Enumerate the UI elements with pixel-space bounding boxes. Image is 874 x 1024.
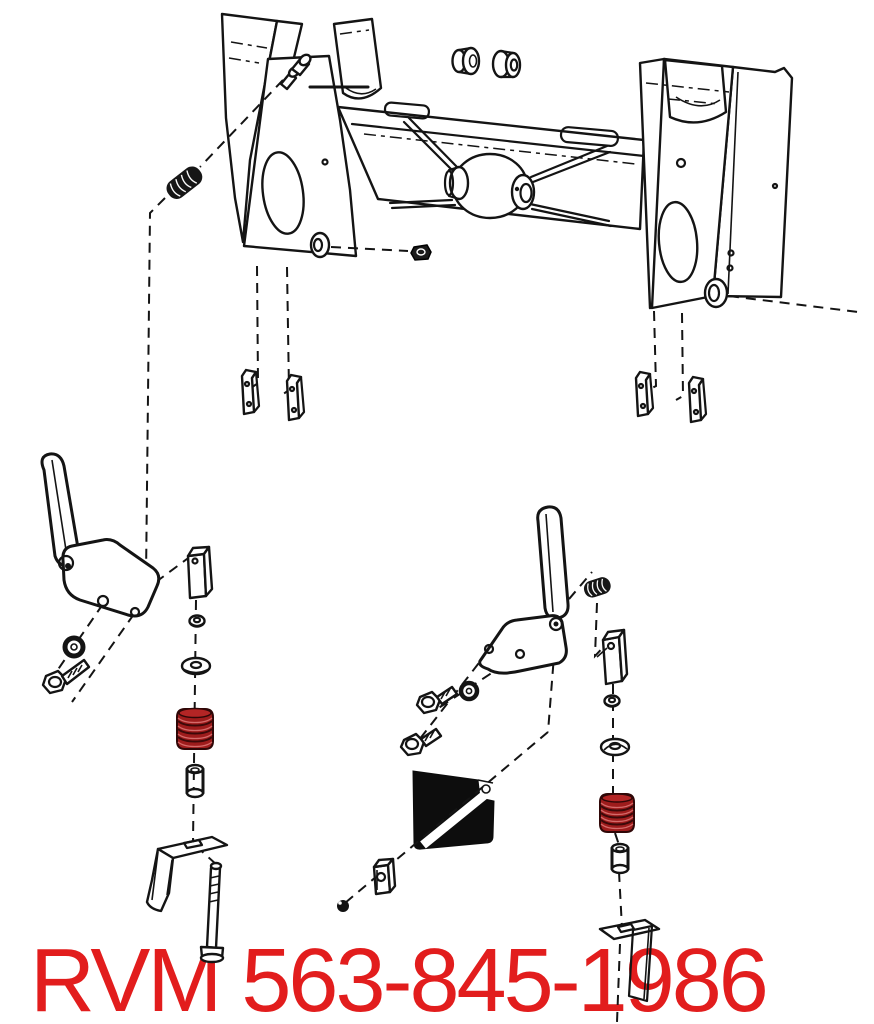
lock-nut-left <box>188 614 206 628</box>
roller-bushing-left <box>185 763 205 799</box>
mount-frame-right-upright <box>638 57 794 310</box>
washer-nut-left <box>62 635 86 659</box>
flanged-bushing-pair-top <box>451 46 522 79</box>
lock-lever-left <box>40 452 161 618</box>
clamp-block <box>372 857 397 896</box>
center-pivot-ball-and-bushings <box>443 152 536 220</box>
spacer-block-left <box>186 545 214 600</box>
coil-spring-center <box>583 577 611 598</box>
wedge-guide-plate <box>285 373 306 422</box>
assembly-leader-lines <box>47 79 859 1023</box>
hex-bolt-center-upper <box>415 685 459 715</box>
small-nut-under-frame <box>410 244 432 261</box>
compression-spring-right <box>599 793 635 833</box>
grease-fitting-pin <box>279 53 312 91</box>
washer-left <box>180 656 212 676</box>
wedge-guide-plates <box>240 368 708 424</box>
lock-lever-center <box>478 505 570 675</box>
wear-plate-black <box>412 770 495 850</box>
crossbar-with-x-brace <box>336 101 646 231</box>
nut-dot <box>337 900 349 912</box>
mount-frame-left-upright <box>220 12 383 259</box>
wedge-guide-plate <box>687 375 708 424</box>
washer-center <box>458 680 480 702</box>
hex-bolt-left <box>41 658 91 695</box>
caption-part-number: RVM 563-845-1986 <box>30 931 769 1024</box>
compression-spring-left <box>176 707 214 750</box>
wedge-guide-plate <box>634 370 655 418</box>
wedge-guide-plate <box>240 368 261 416</box>
washer-right <box>599 737 631 757</box>
hex-bolt-center-lower <box>399 727 443 757</box>
spacer-block-right <box>596 628 629 686</box>
frame-assembly <box>220 12 794 310</box>
lock-wedge-left <box>145 835 229 913</box>
coil-spring-top-left <box>166 166 203 199</box>
roller-bushing-right <box>610 842 630 875</box>
lock-nut-right <box>603 694 621 708</box>
